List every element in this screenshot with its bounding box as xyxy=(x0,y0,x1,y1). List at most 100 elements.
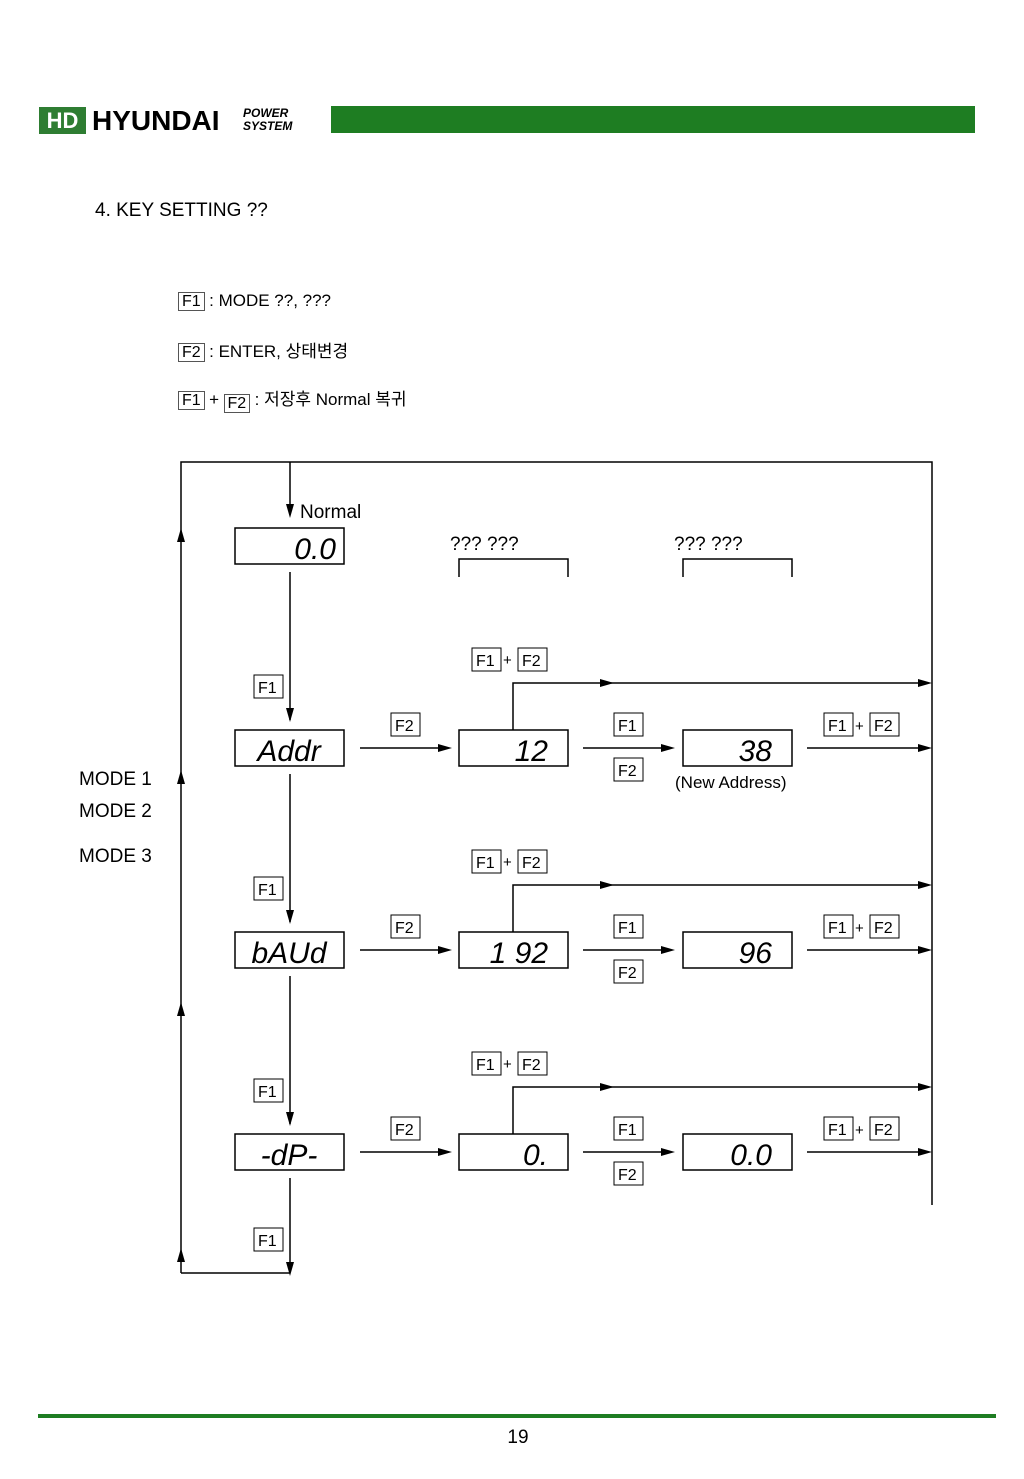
arrow-enter-3-head xyxy=(438,1148,452,1156)
arrow-change-3-head xyxy=(661,1148,675,1156)
plus-save-right-1: + xyxy=(855,718,864,735)
value-display-2 xyxy=(458,931,569,969)
save-branch-line-3 xyxy=(512,1086,925,1134)
key-f1-save-right-3-label: F1 xyxy=(828,1122,847,1139)
key-f1: F1 xyxy=(178,292,205,311)
footer-line xyxy=(38,1414,996,1418)
arrowhead xyxy=(286,910,294,924)
column-bracket-2 xyxy=(682,558,793,577)
arrow-save-right-2-head xyxy=(918,946,932,954)
key-f2-save-upper-3-label: F2 xyxy=(522,1057,541,1074)
legend-row-2: F2 : ENTER, 상태변경 xyxy=(178,341,348,363)
key-f1-save-right-1-label: F1 xyxy=(828,718,847,735)
logo-hd-badge: HD xyxy=(39,107,86,134)
mode-label-2: MODE 2 xyxy=(79,801,152,822)
key-f2-enter-2 xyxy=(390,914,421,939)
arrow-change-2-head xyxy=(661,946,675,954)
key-f2-save-right-2 xyxy=(869,914,900,939)
key-f2-enter-1-label: F2 xyxy=(395,718,414,735)
key-f2-save-right-1 xyxy=(869,712,900,737)
key-f1-chain-2-label: F1 xyxy=(258,882,277,899)
key-f2-save-right-3 xyxy=(869,1116,900,1141)
key-f1-chain-1-label: F1 xyxy=(258,680,277,697)
key-f1-save-upper-1-label: F1 xyxy=(476,653,495,670)
plus-save-upper-3: + xyxy=(503,1056,512,1073)
key-f1-chain-1 xyxy=(253,674,284,699)
display-normal xyxy=(234,527,345,565)
key-f2-change-3-label: F2 xyxy=(618,1167,637,1184)
new-value-display-1-text: 38 xyxy=(739,735,773,768)
mode-display-2-text: bAUd xyxy=(251,937,327,970)
key-f1-chain-4 xyxy=(253,1227,284,1252)
value-display-1-text: 12 xyxy=(515,735,549,768)
key-f1-chain-3 xyxy=(253,1078,284,1103)
column-bracket-1 xyxy=(458,558,569,577)
key-f2-change-2-label: F2 xyxy=(618,965,637,982)
new-value-note-1: (New Address) xyxy=(675,773,786,792)
value-display-2-text: 1 92 xyxy=(490,937,549,970)
column-header-2: ??? ??? xyxy=(674,534,743,555)
arrow-enter-2-head xyxy=(438,946,452,954)
key-f2-enter-2-label: F2 xyxy=(395,920,414,937)
save-branch-end-head-3 xyxy=(918,1083,932,1091)
key-f2-enter-3 xyxy=(390,1116,421,1141)
key-f2-enter-3-label: F2 xyxy=(395,1122,414,1139)
arrow-save-right-3-head xyxy=(918,1148,932,1156)
key-f2-change-2 xyxy=(613,959,644,984)
column-header-1: ??? ??? xyxy=(450,534,519,555)
key-f2-change-1 xyxy=(613,757,644,782)
key-f1-save-right-2-label: F1 xyxy=(828,920,847,937)
mode-display-3 xyxy=(234,1133,345,1171)
value-display-3-text: 0. xyxy=(523,1139,548,1172)
key-f2-change-1-label: F2 xyxy=(618,763,637,780)
key-f1-change-2-label: F1 xyxy=(618,920,637,937)
mode-label-3: MODE 3 xyxy=(79,846,152,867)
key-f1-chain-2 xyxy=(253,876,284,901)
save-branch-mid-head-2 xyxy=(600,881,614,889)
arrow-enter-1-head xyxy=(438,744,452,752)
key-f2-save-upper-2-label: F2 xyxy=(522,855,541,872)
legend-text-3: : 저장후 Normal 복귀 xyxy=(254,390,407,409)
mode-display-1 xyxy=(234,729,345,767)
new-value-display-3 xyxy=(682,1133,793,1171)
arrowhead xyxy=(286,708,294,722)
key-f2-change-3 xyxy=(613,1161,644,1186)
legend-text-1: : MODE ??, ??? xyxy=(209,291,332,310)
section-title: 4. KEY SETTING ?? xyxy=(95,200,268,221)
arrowhead xyxy=(177,770,185,784)
arrowhead xyxy=(286,1262,294,1276)
display-normal-value: 0.0 xyxy=(294,533,336,566)
key-f2-save-right-2-label: F2 xyxy=(874,920,893,937)
key-f2-save-upper-1 xyxy=(517,647,548,672)
plus-save-right-3: + xyxy=(855,1122,864,1139)
key-f1-save-upper-2 xyxy=(471,849,502,874)
arrowhead xyxy=(177,1248,185,1262)
legend-row-3: F1 + F2 : 저장후 Normal 복귀 xyxy=(178,389,407,413)
key-f1-change-1 xyxy=(613,712,644,737)
key-f1-change-1-label: F1 xyxy=(618,718,637,735)
key-f1-save-upper-2-label: F1 xyxy=(476,855,495,872)
key-f1-change-2 xyxy=(613,914,644,939)
key-f2-save-upper-1-label: F2 xyxy=(522,653,541,670)
normal-label: Normal xyxy=(300,502,361,523)
arrowhead xyxy=(286,504,294,518)
key-f1-save-right-3 xyxy=(823,1116,854,1141)
mode-display-2 xyxy=(234,931,345,969)
key-f1-save-upper-3-label: F1 xyxy=(476,1057,495,1074)
mode-display-1-text: Addr xyxy=(255,735,321,768)
new-value-display-3-text: 0.0 xyxy=(730,1139,772,1172)
mode-label-1: MODE 1 xyxy=(79,769,152,790)
arrowhead xyxy=(177,1002,185,1016)
logo-brand-name: HYUNDAI xyxy=(92,105,220,136)
key-f1-change-3-label: F1 xyxy=(618,1122,637,1139)
key-f2: F2 xyxy=(178,343,205,362)
page-number: 19 xyxy=(507,1427,529,1448)
outer-loop-line xyxy=(180,461,933,1273)
key-f2-save-upper-2 xyxy=(517,849,548,874)
save-branch-end-head-1 xyxy=(918,679,932,687)
header-bar xyxy=(331,106,975,133)
arrow-save-right-1-head xyxy=(918,744,932,752)
key-f1-save-upper-3 xyxy=(471,1051,502,1076)
key-f1-chain-4-label: F1 xyxy=(258,1233,277,1250)
value-display-3 xyxy=(458,1133,569,1171)
